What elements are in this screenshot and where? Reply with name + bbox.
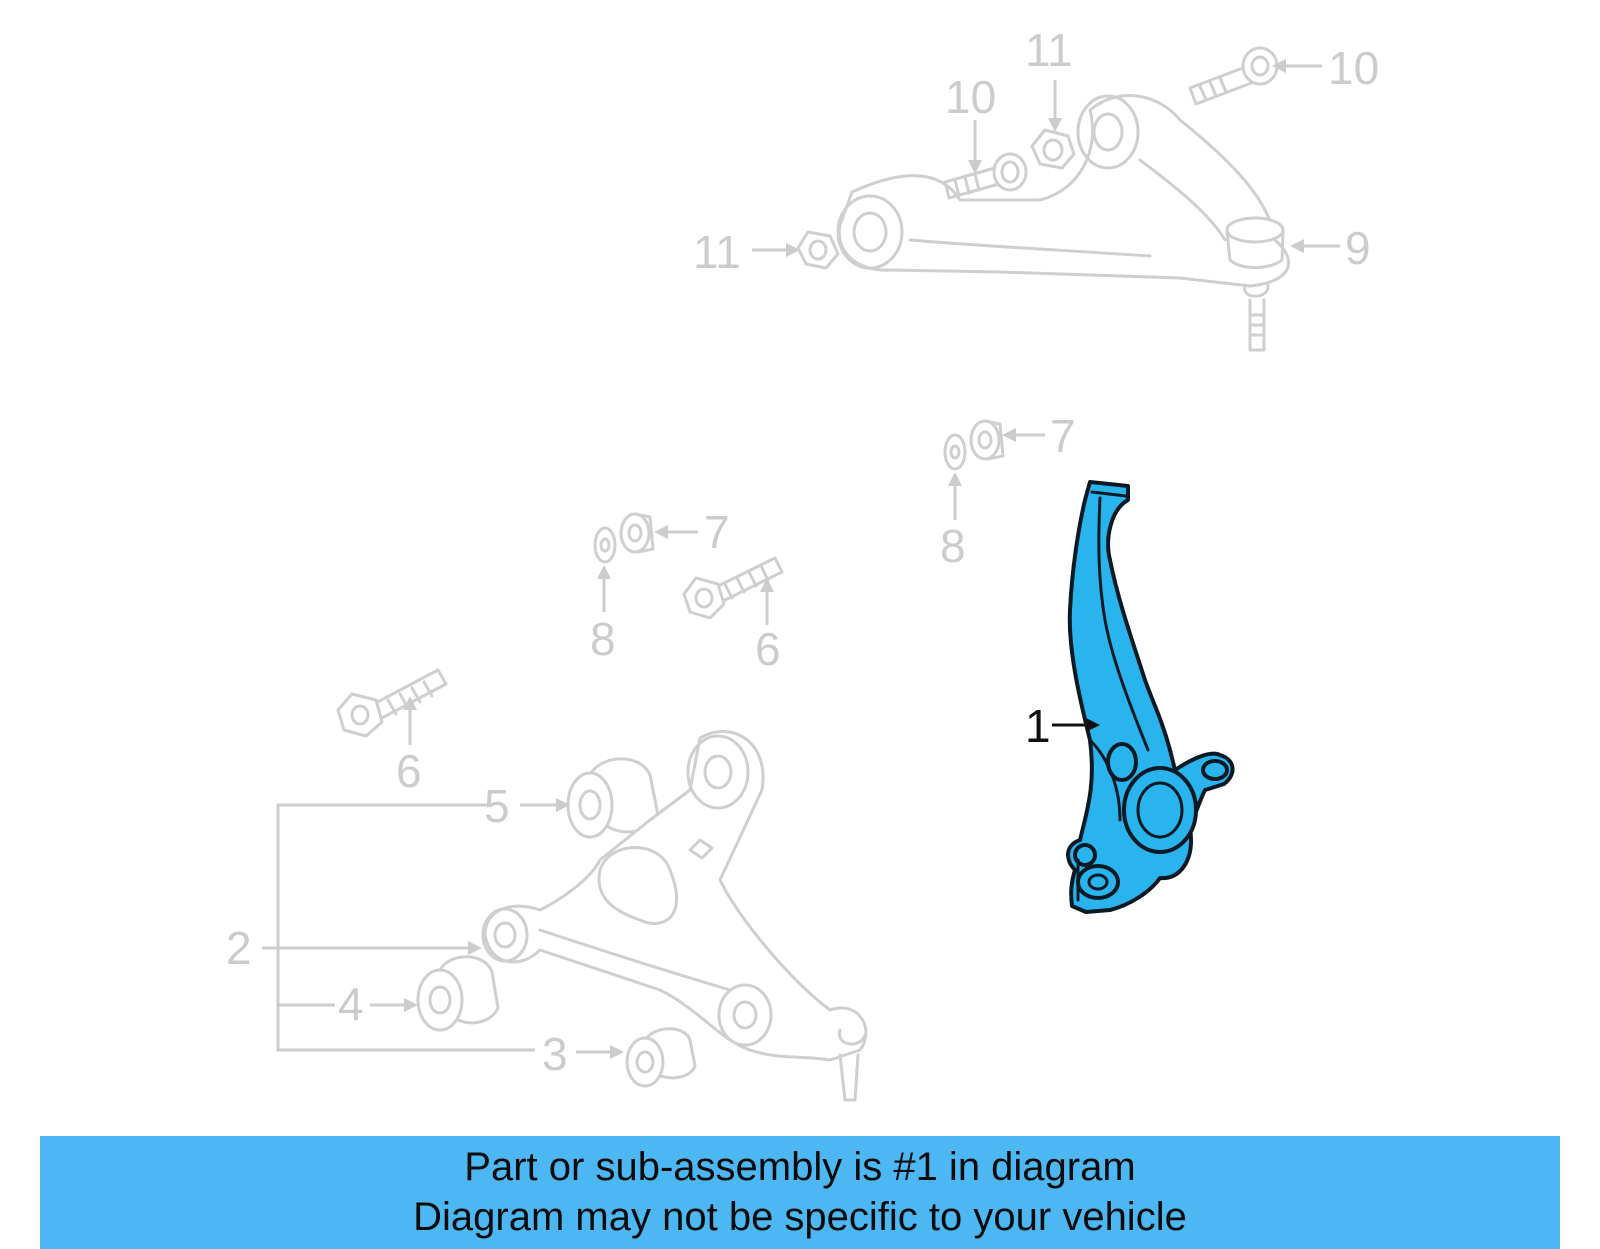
callout-10-right: 10 — [1328, 42, 1379, 94]
nut-7-left — [619, 512, 655, 554]
callout-11-upper: 11 — [1025, 24, 1073, 76]
callout-2: 2 — [226, 922, 252, 974]
callout-9: 9 — [1345, 222, 1371, 274]
callout-6-middle: 6 — [755, 623, 781, 675]
callout-10-left: 10 — [945, 71, 996, 123]
steering-knuckle[interactable] — [1066, 480, 1235, 914]
bolt-10-upper-right — [1188, 46, 1279, 106]
callout-arrows — [262, 59, 1340, 1059]
callout-8-left: 8 — [590, 613, 616, 665]
lower-control-arm — [481, 730, 868, 1102]
bushing-5 — [566, 757, 660, 839]
callout-labels: 1 2 3 4 5 6 6 7 7 8 8 9 10 10 11 11 — [226, 24, 1379, 1080]
banner-line-part-number: Part or sub-assembly is #1 in diagram — [464, 1145, 1136, 1189]
banner-line-disclaimer: Diagram may not be specific to your vehi… — [413, 1195, 1187, 1239]
callout-5: 5 — [484, 780, 510, 832]
nut-7-right — [969, 419, 1005, 461]
bushing-4 — [416, 955, 500, 1032]
callout-3: 3 — [542, 1028, 568, 1080]
bolt-10-upper-left — [943, 152, 1028, 200]
upper-control-arm — [836, 94, 1291, 352]
bolt-6-middle — [682, 556, 784, 620]
callout-4: 4 — [338, 978, 364, 1030]
callout-bracket-2 — [276, 803, 535, 1052]
washer-8-left — [593, 526, 617, 564]
callout-8-right: 8 — [940, 520, 966, 572]
bolt-6-left — [336, 668, 448, 738]
callout-1: 1 — [1025, 700, 1051, 752]
info-banner: Part or sub-assembly is #1 in diagram Di… — [40, 1136, 1560, 1249]
callout-6-left: 6 — [396, 745, 422, 797]
callout-11-left: 11 — [693, 226, 741, 278]
bushing-3 — [625, 1027, 697, 1088]
nut-11-upper — [1030, 128, 1076, 170]
callout-7-right: 7 — [1050, 410, 1076, 462]
callout-7-left: 7 — [704, 506, 730, 558]
washer-8-right — [943, 433, 967, 471]
nut-11-left — [796, 230, 840, 270]
